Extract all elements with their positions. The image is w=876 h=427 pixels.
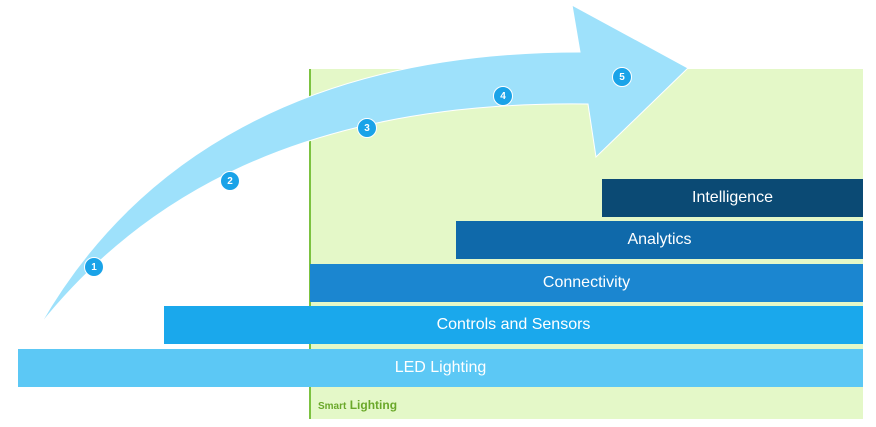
layer-label: LED Lighting — [394, 359, 487, 376]
smart-lighting-label-main: Lighting — [349, 398, 398, 412]
layer-led-lighting: LED Lighting — [18, 349, 863, 387]
step-marker-3: 3 — [357, 118, 377, 138]
layer-controls-and-sensors: Controls and Sensors — [164, 306, 863, 344]
smart-lighting-label: Smart Lighting — [318, 398, 397, 412]
layer-label: Intelligence — [692, 189, 773, 206]
layer-analytics: Analytics — [456, 221, 863, 259]
layer-label: Analytics — [627, 231, 692, 248]
layer-label: Controls and Sensors — [436, 316, 591, 333]
layer-intelligence: Intelligence — [602, 179, 863, 217]
smart-lighting-label-prefix: Smart — [318, 401, 347, 412]
step-marker-1: 1 — [84, 257, 104, 277]
step-marker-2: 2 — [220, 171, 240, 191]
step-marker-5: 5 — [612, 67, 632, 87]
smart-lighting-boundary-line — [309, 69, 311, 419]
step-marker-4: 4 — [493, 86, 513, 106]
layer-connectivity: Connectivity — [310, 264, 863, 302]
layer-label: Connectivity — [542, 274, 631, 291]
